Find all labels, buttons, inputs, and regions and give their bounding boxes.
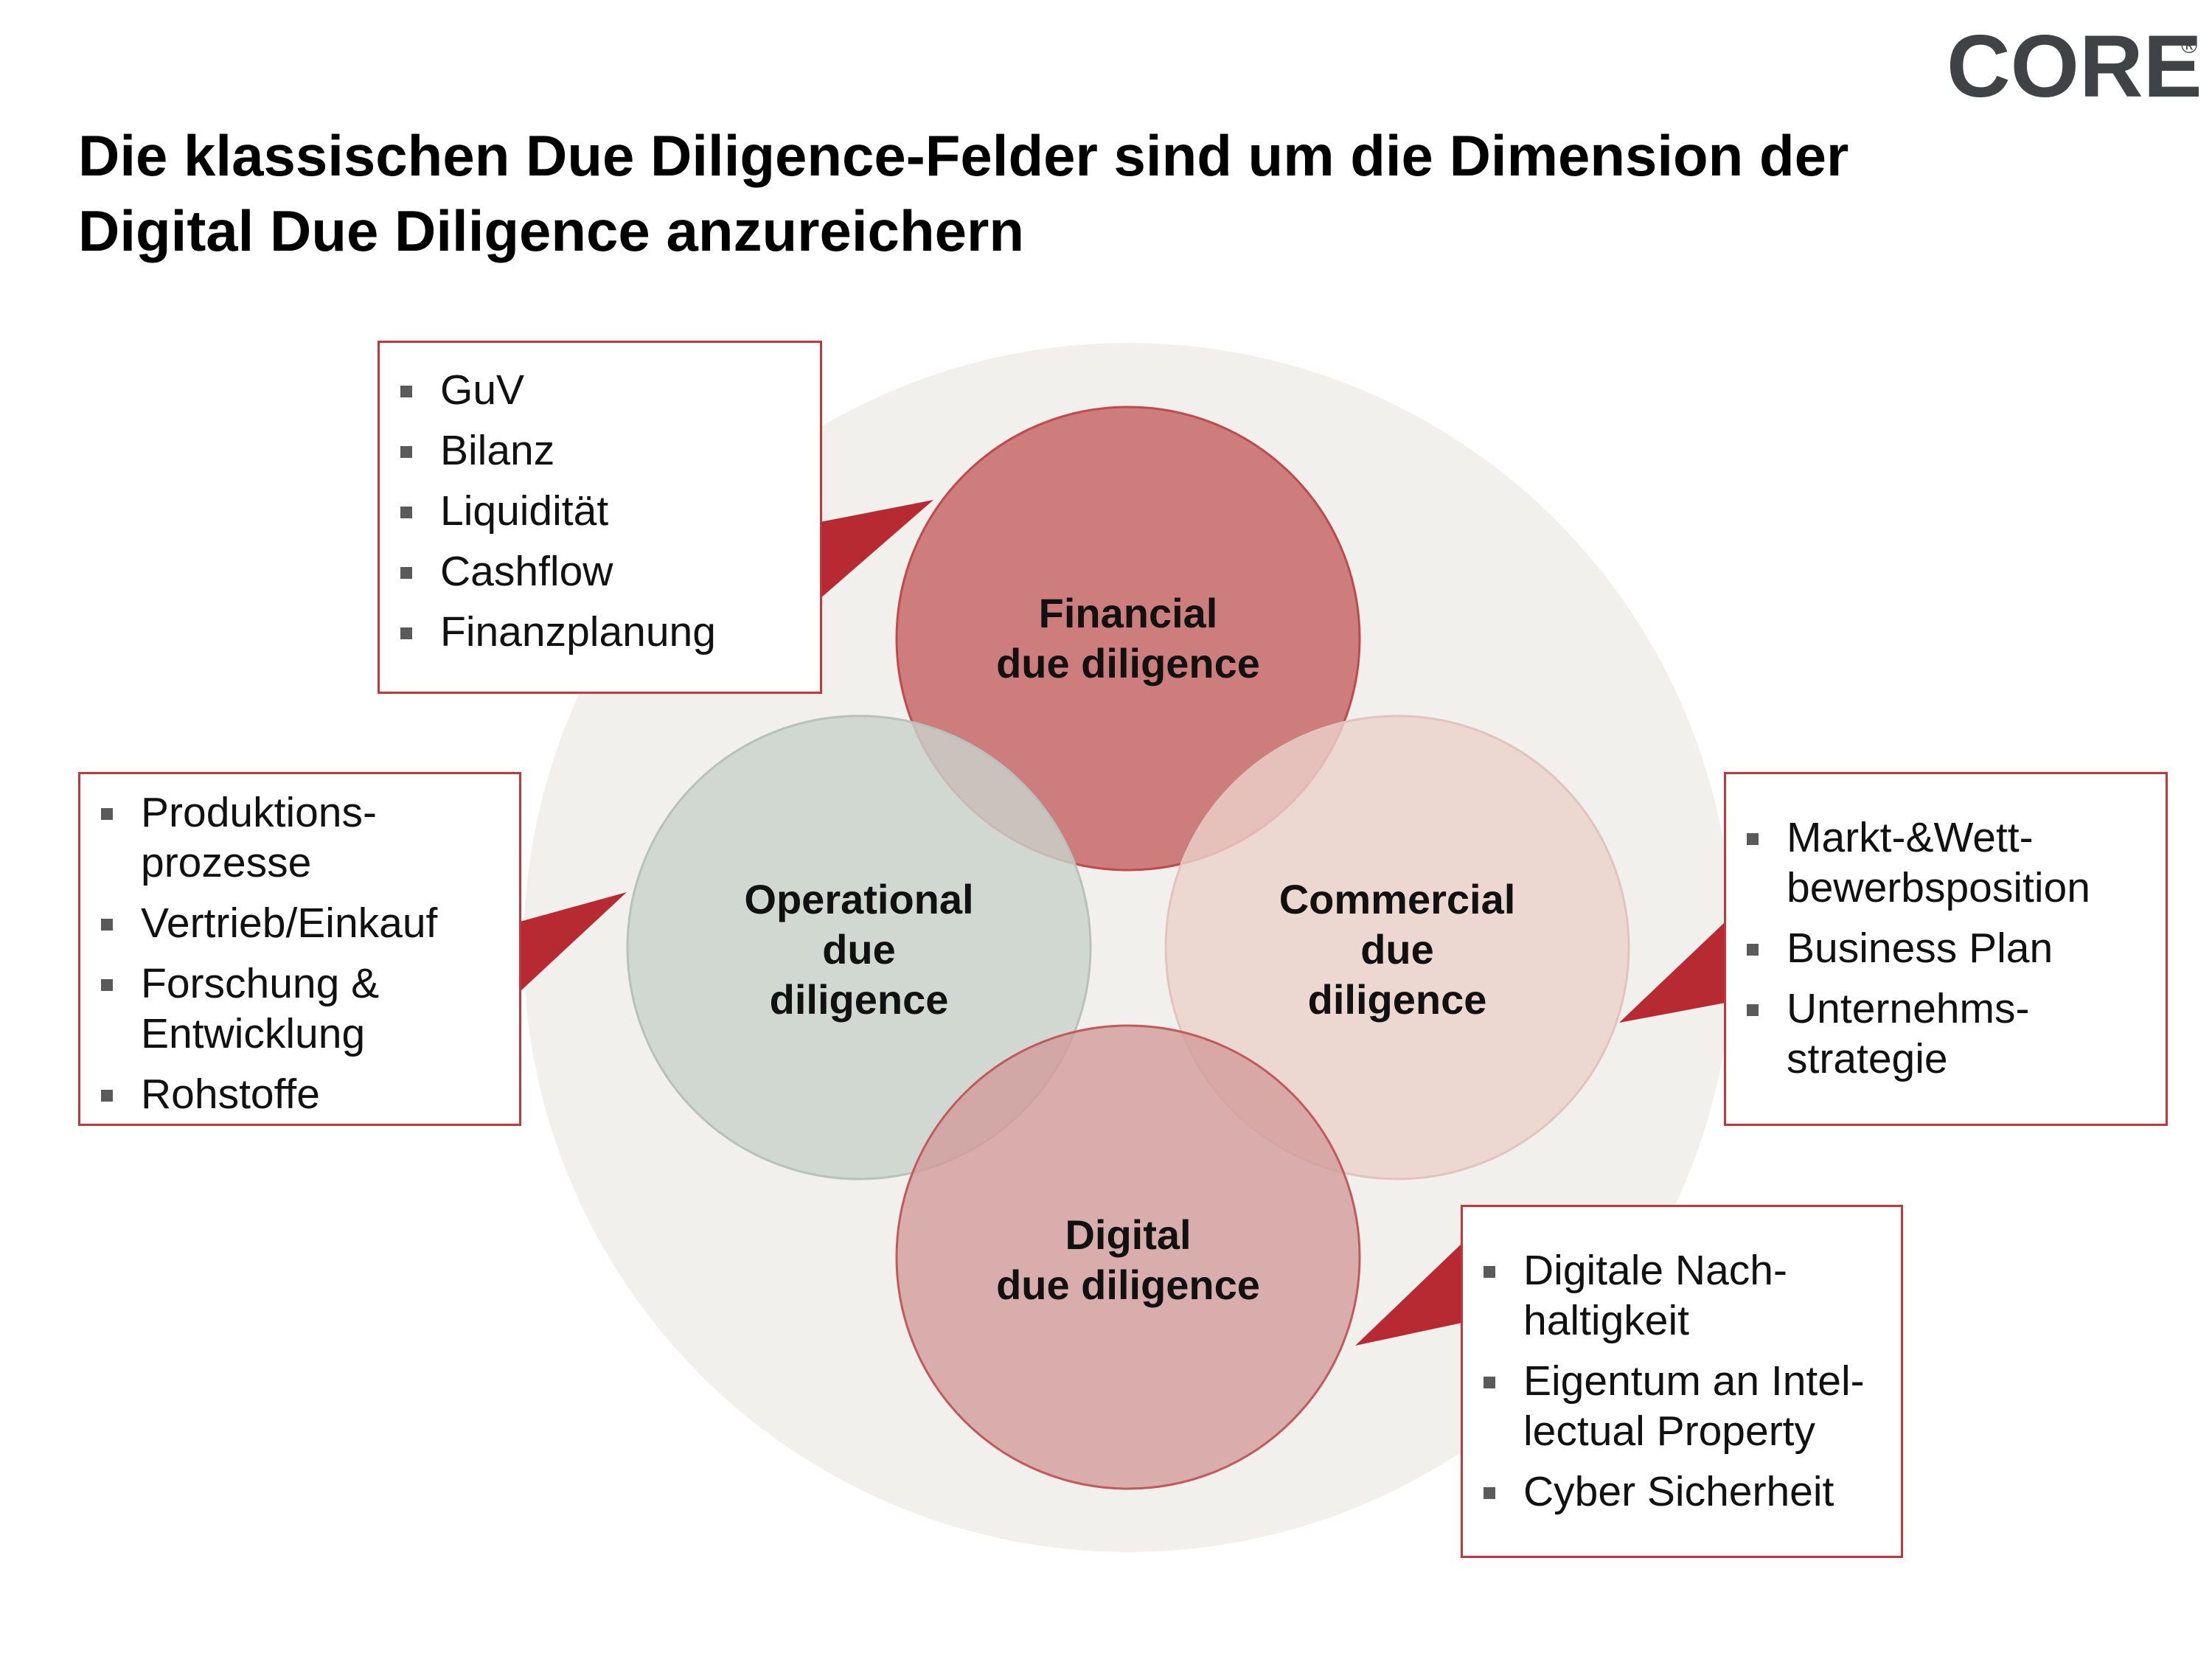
list-item-text: Finanzplanung [440, 608, 716, 655]
list-item: Rohstoffe [80, 1069, 519, 1119]
list-item: Digitale Nach- haltigkeit [1463, 1245, 1901, 1346]
list-item-text: Forschung & [141, 960, 380, 1007]
list-item-text-continued: lectual Property [1523, 1408, 1816, 1455]
title-line-1: Die klassischen Due Diligence-Felder sin… [78, 123, 1849, 188]
operational-label-line-3: diligence [769, 976, 949, 1023]
list-item: Cashflow [380, 546, 820, 597]
financial-callout-pointer [820, 500, 933, 599]
financial-details-box: GuV Bilanz Liquidität Cashflow Finanzpla… [378, 341, 822, 694]
list-item-text: Markt-&Wett- [1787, 814, 2034, 861]
list-item: Produktions- prozesse [80, 787, 519, 888]
list-item-text: Vertrieb/Einkauf [141, 900, 438, 947]
commercial-details-box: Markt-&Wett- bewerbsposition Business Pl… [1724, 772, 2168, 1126]
financial-circle [895, 406, 1361, 872]
digital-details-list: Digitale Nach- haltigkeit Eigentum an In… [1463, 1245, 1901, 1517]
list-item-text-continued: Entwicklung [141, 1010, 366, 1057]
list-item-text-continued: haltigkeit [1523, 1297, 1689, 1344]
list-item-text-continued: prozesse [141, 839, 312, 886]
list-item: Bilanz [380, 425, 820, 476]
digital-label: Digital due diligence [944, 1210, 1312, 1310]
commercial-label-line-3: diligence [1307, 976, 1487, 1023]
list-item: Liquidität [380, 486, 820, 536]
operational-callout-pointer [520, 892, 627, 992]
list-item: Markt-&Wett- bewerbsposition [1726, 813, 2166, 913]
financial-details-list: GuV Bilanz Liquidität Cashflow Finanzpla… [380, 365, 820, 657]
list-item-text: GuV [440, 366, 525, 414]
list-item: GuV [380, 365, 820, 415]
list-item-text: Eigentum an Intel- [1523, 1357, 1865, 1405]
list-item-text: Rohstoffe [141, 1071, 320, 1118]
list-item: Eigentum an Intel- lectual Property [1463, 1356, 1901, 1456]
list-item-text: Produktions- [141, 789, 377, 836]
list-item-text-continued: strategie [1787, 1035, 1948, 1082]
list-item-text: Business Plan [1787, 925, 2053, 972]
list-item-text: Cyber Sicherheit [1523, 1468, 1834, 1515]
operational-details-box: Produktions- prozesse Vertrieb/Einkauf F… [78, 772, 521, 1126]
digital-label-line-2: due diligence [996, 1262, 1260, 1308]
list-item: Business Plan [1726, 923, 2166, 973]
commercial-circle [1164, 714, 1630, 1180]
financial-label-line-2: due diligence [996, 640, 1260, 686]
list-item-text-continued: bewerbsposition [1787, 864, 2090, 911]
digital-label-line-1: Digital [1065, 1211, 1192, 1258]
digital-callout-pointer [1355, 1243, 1462, 1346]
core-logo: CORE ® [1947, 22, 2202, 111]
commercial-label-line-2: due [1360, 926, 1434, 973]
background-disc [524, 343, 1733, 1552]
list-item-text: Unternehms- [1787, 985, 2030, 1032]
operational-label-line-1: Operational [744, 876, 974, 922]
logo-text: CORE [1947, 17, 2202, 116]
page-title: Die klassischen Due Diligence-Felder sin… [78, 118, 2069, 268]
operational-label: Operational due diligence [675, 874, 1043, 1025]
digital-details-box: Digitale Nach- haltigkeit Eigentum an In… [1461, 1205, 1903, 1558]
operational-circle [626, 714, 1092, 1180]
list-item: Vertrieb/Einkauf [80, 898, 519, 948]
list-item-text: Cashflow [440, 548, 613, 595]
list-item: Cyber Sicherheit [1463, 1467, 1901, 1517]
registered-mark: ® [2181, 34, 2198, 58]
operational-label-line-2: due [822, 926, 896, 973]
list-item-text: Liquidität [440, 487, 609, 535]
financial-label: Financial due diligence [944, 588, 1312, 689]
commercial-label-line-1: Commercial [1279, 876, 1516, 922]
list-item: Forschung & Entwicklung [80, 959, 519, 1059]
commercial-label: Commercial due diligence [1213, 874, 1582, 1025]
operational-details-list: Produktions- prozesse Vertrieb/Einkauf F… [80, 787, 519, 1119]
digital-circle [895, 1024, 1361, 1490]
title-line-2: Digital Due Diligence anzureichern [78, 198, 1024, 263]
commercial-callout-pointer [1619, 922, 1725, 1023]
commercial-details-list: Markt-&Wett- bewerbsposition Business Pl… [1726, 813, 2166, 1084]
list-item-text: Digitale Nach- [1523, 1247, 1787, 1294]
list-item: Unternehms- strategie [1726, 984, 2166, 1084]
financial-label-line-1: Financial [1038, 590, 1218, 636]
list-item: Finanzplanung [380, 607, 820, 657]
list-item-text: Bilanz [440, 427, 555, 474]
